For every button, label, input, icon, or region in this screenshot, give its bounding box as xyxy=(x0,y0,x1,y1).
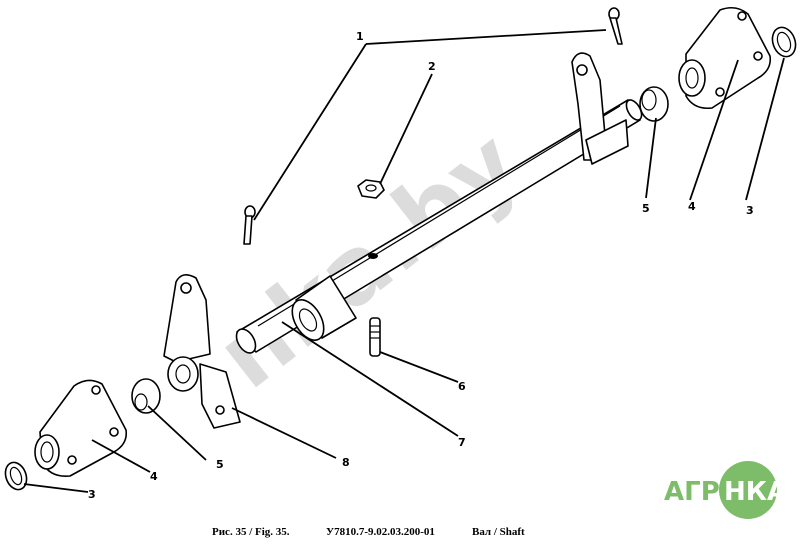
sleeve-upper-part-5 xyxy=(639,86,669,122)
callout-labels: 1 2 5 4 3 6 7 8 5 4 3 xyxy=(88,30,754,501)
cotter-pin-upper xyxy=(608,7,623,45)
caption-figure-number: Рис. 35 / Fig. 35. xyxy=(212,526,290,538)
callout-5-upper: 5 xyxy=(642,202,650,215)
callout-7: 7 xyxy=(458,436,466,449)
stud-part-6 xyxy=(369,317,381,357)
callout-4-upper: 4 xyxy=(688,200,696,213)
logo-circle xyxy=(719,461,777,519)
agronka-logo: АГРО НКА xyxy=(660,460,790,520)
callout-3-lower: 3 xyxy=(88,488,96,501)
logo-text-right: НКА xyxy=(724,477,787,507)
logo-graphic: АГРО НКА xyxy=(664,461,787,519)
upper-arm-bracket xyxy=(571,52,629,165)
callout-4-lower: 4 xyxy=(150,470,158,483)
caption-title: Вал / Shaft xyxy=(472,526,525,538)
lower-arm-part-8 xyxy=(163,274,241,429)
callout-5-lower: 5 xyxy=(216,458,224,471)
logo-text-left: АГРО xyxy=(664,477,742,507)
callout-3-upper: 3 xyxy=(746,204,754,217)
leader-lines xyxy=(23,29,785,493)
figure-caption: Рис. 35 / Fig. 35. У7810.7-9.02.03.200-0… xyxy=(0,522,800,542)
shaft-hole xyxy=(368,253,378,259)
washer-lower-part-3 xyxy=(4,461,28,491)
sleeve-lower-part-5 xyxy=(131,378,161,414)
washer-upper-part-3 xyxy=(771,26,797,58)
callout-1: 1 xyxy=(356,30,364,43)
callout-6: 6 xyxy=(458,380,466,393)
cotter-pin-lower xyxy=(243,205,256,245)
bearing-housing-lower-part-4 xyxy=(34,379,128,478)
caption-part-code: У7810.7-9.02.03.200-01 xyxy=(326,526,435,538)
callout-2: 2 xyxy=(428,60,436,73)
bearing-housing-upper-part-4 xyxy=(678,6,772,110)
shaft-bushing xyxy=(291,275,357,341)
nut-part-2 xyxy=(357,179,385,199)
callout-8: 8 xyxy=(342,456,350,469)
